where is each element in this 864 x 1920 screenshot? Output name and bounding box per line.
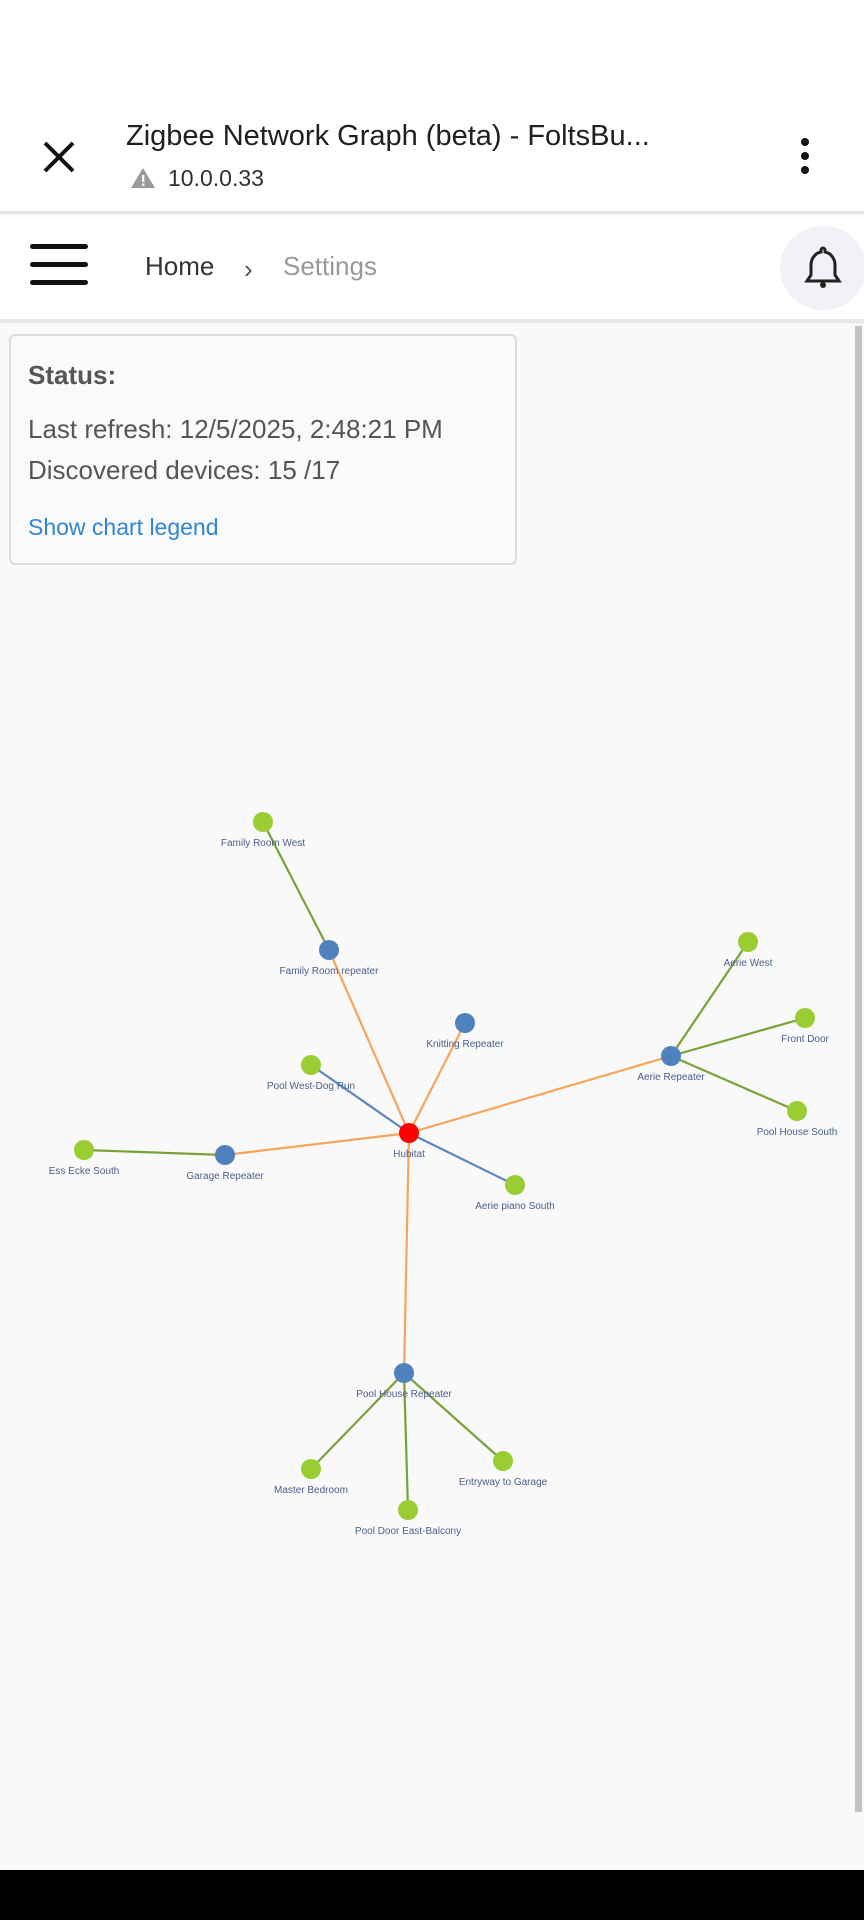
graph-edge <box>402 1132 411 1374</box>
graph-node-label: Aerie Repeater <box>637 1072 705 1083</box>
graph-node-etg[interactable] <box>493 1451 513 1471</box>
graph-edge <box>262 821 330 951</box>
graph-edge <box>224 1131 410 1157</box>
page-url[interactable]: 10.0.0.33 <box>168 165 264 191</box>
graph-node-label: Knitting Repeater <box>426 1039 504 1050</box>
graph-node-label: Family Room repeater <box>280 966 380 977</box>
system-nav-bar <box>0 1870 864 1920</box>
graph-node-phr[interactable] <box>394 1363 414 1383</box>
graph-node-pwd[interactable] <box>301 1055 321 1075</box>
graph-edge <box>310 1372 405 1470</box>
graph-node-label: Garage Repeater <box>186 1171 264 1182</box>
graph-node-mb[interactable] <box>301 1459 321 1479</box>
graph-node-frw[interactable] <box>253 812 273 832</box>
graph-edge <box>408 1132 516 1186</box>
graph-node-label: Front Door <box>781 1034 829 1045</box>
graph-node-label: Pool Door East-Balcony <box>355 1526 461 1537</box>
warning-icon <box>131 168 155 188</box>
graph-node-phs[interactable] <box>787 1101 807 1121</box>
hamburger-icon[interactable] <box>30 244 88 286</box>
graph-edge <box>402 1372 410 1511</box>
system-status-bar <box>0 0 864 100</box>
graph-edge <box>670 1054 798 1113</box>
browser-title-bar <box>0 100 864 214</box>
scrollbar[interactable] <box>855 326 862 1812</box>
graph-edge <box>310 1064 410 1134</box>
graph-node-ar[interactable] <box>661 1046 681 1066</box>
graph-edge <box>83 1148 226 1157</box>
more-vert-icon[interactable] <box>796 136 814 176</box>
graph-node-pdb[interactable] <box>398 1500 418 1520</box>
bell-icon <box>804 246 842 288</box>
breadcrumb-settings: Settings <box>283 251 377 281</box>
last-refresh: Last refresh: 12/5/2025, 2:48:21 PM <box>28 414 443 444</box>
notifications-button[interactable] <box>780 226 864 310</box>
graph-node-label: Pool West-Dog Run <box>267 1081 355 1092</box>
graph-node-aps[interactable] <box>505 1175 525 1195</box>
breadcrumb-home[interactable]: Home <box>145 251 215 281</box>
graph-node-label: Entryway to Garage <box>459 1477 548 1488</box>
graph-node-label: Pool House Repeater <box>356 1389 452 1400</box>
graph-node-label: Family Room West <box>221 838 305 849</box>
graph-edge <box>408 1054 672 1135</box>
graph-node-fd[interactable] <box>795 1008 815 1028</box>
graph-node-label: Ess Ecke South <box>49 1166 120 1177</box>
graph-node-label: Master Bedroom <box>274 1485 348 1496</box>
status-card: Status: Last refresh: 12/5/2025, 2:48:21… <box>9 334 517 565</box>
graph-node-label: Aerie piano South <box>475 1201 555 1212</box>
discovered-devices: Discovered devices: 15 /17 <box>28 455 341 485</box>
app-nav-bar <box>0 217 864 323</box>
graph-node-label: Aerie West <box>724 958 773 969</box>
show-legend-link[interactable]: Show chart legend <box>28 514 219 540</box>
graph-edge <box>327 949 411 1134</box>
graph-edge <box>408 1022 466 1134</box>
graph-node-aw[interactable] <box>738 932 758 952</box>
graph-edge <box>670 941 749 1057</box>
graph-node-frr[interactable] <box>319 940 339 960</box>
close-icon[interactable] <box>40 138 78 176</box>
graph-node-hub[interactable] <box>399 1123 419 1143</box>
graph-edge <box>670 1016 806 1058</box>
status-heading: Status: <box>28 360 117 390</box>
graph-edge <box>403 1372 504 1462</box>
graph-node-gr[interactable] <box>215 1145 235 1165</box>
graph-node-kr[interactable] <box>455 1013 475 1033</box>
graph-node-ees[interactable] <box>74 1140 94 1160</box>
network-graph[interactable]: Hubitat Family Room repeater Family Room W… <box>0 326 850 1866</box>
graph-node-label: Hubitat <box>393 1149 425 1160</box>
chevron-right-icon: › <box>244 254 253 284</box>
page-title: Zigbee Network Graph (beta) - FoltsBu... <box>126 120 650 152</box>
graph-node-label: Pool House South <box>757 1127 838 1138</box>
